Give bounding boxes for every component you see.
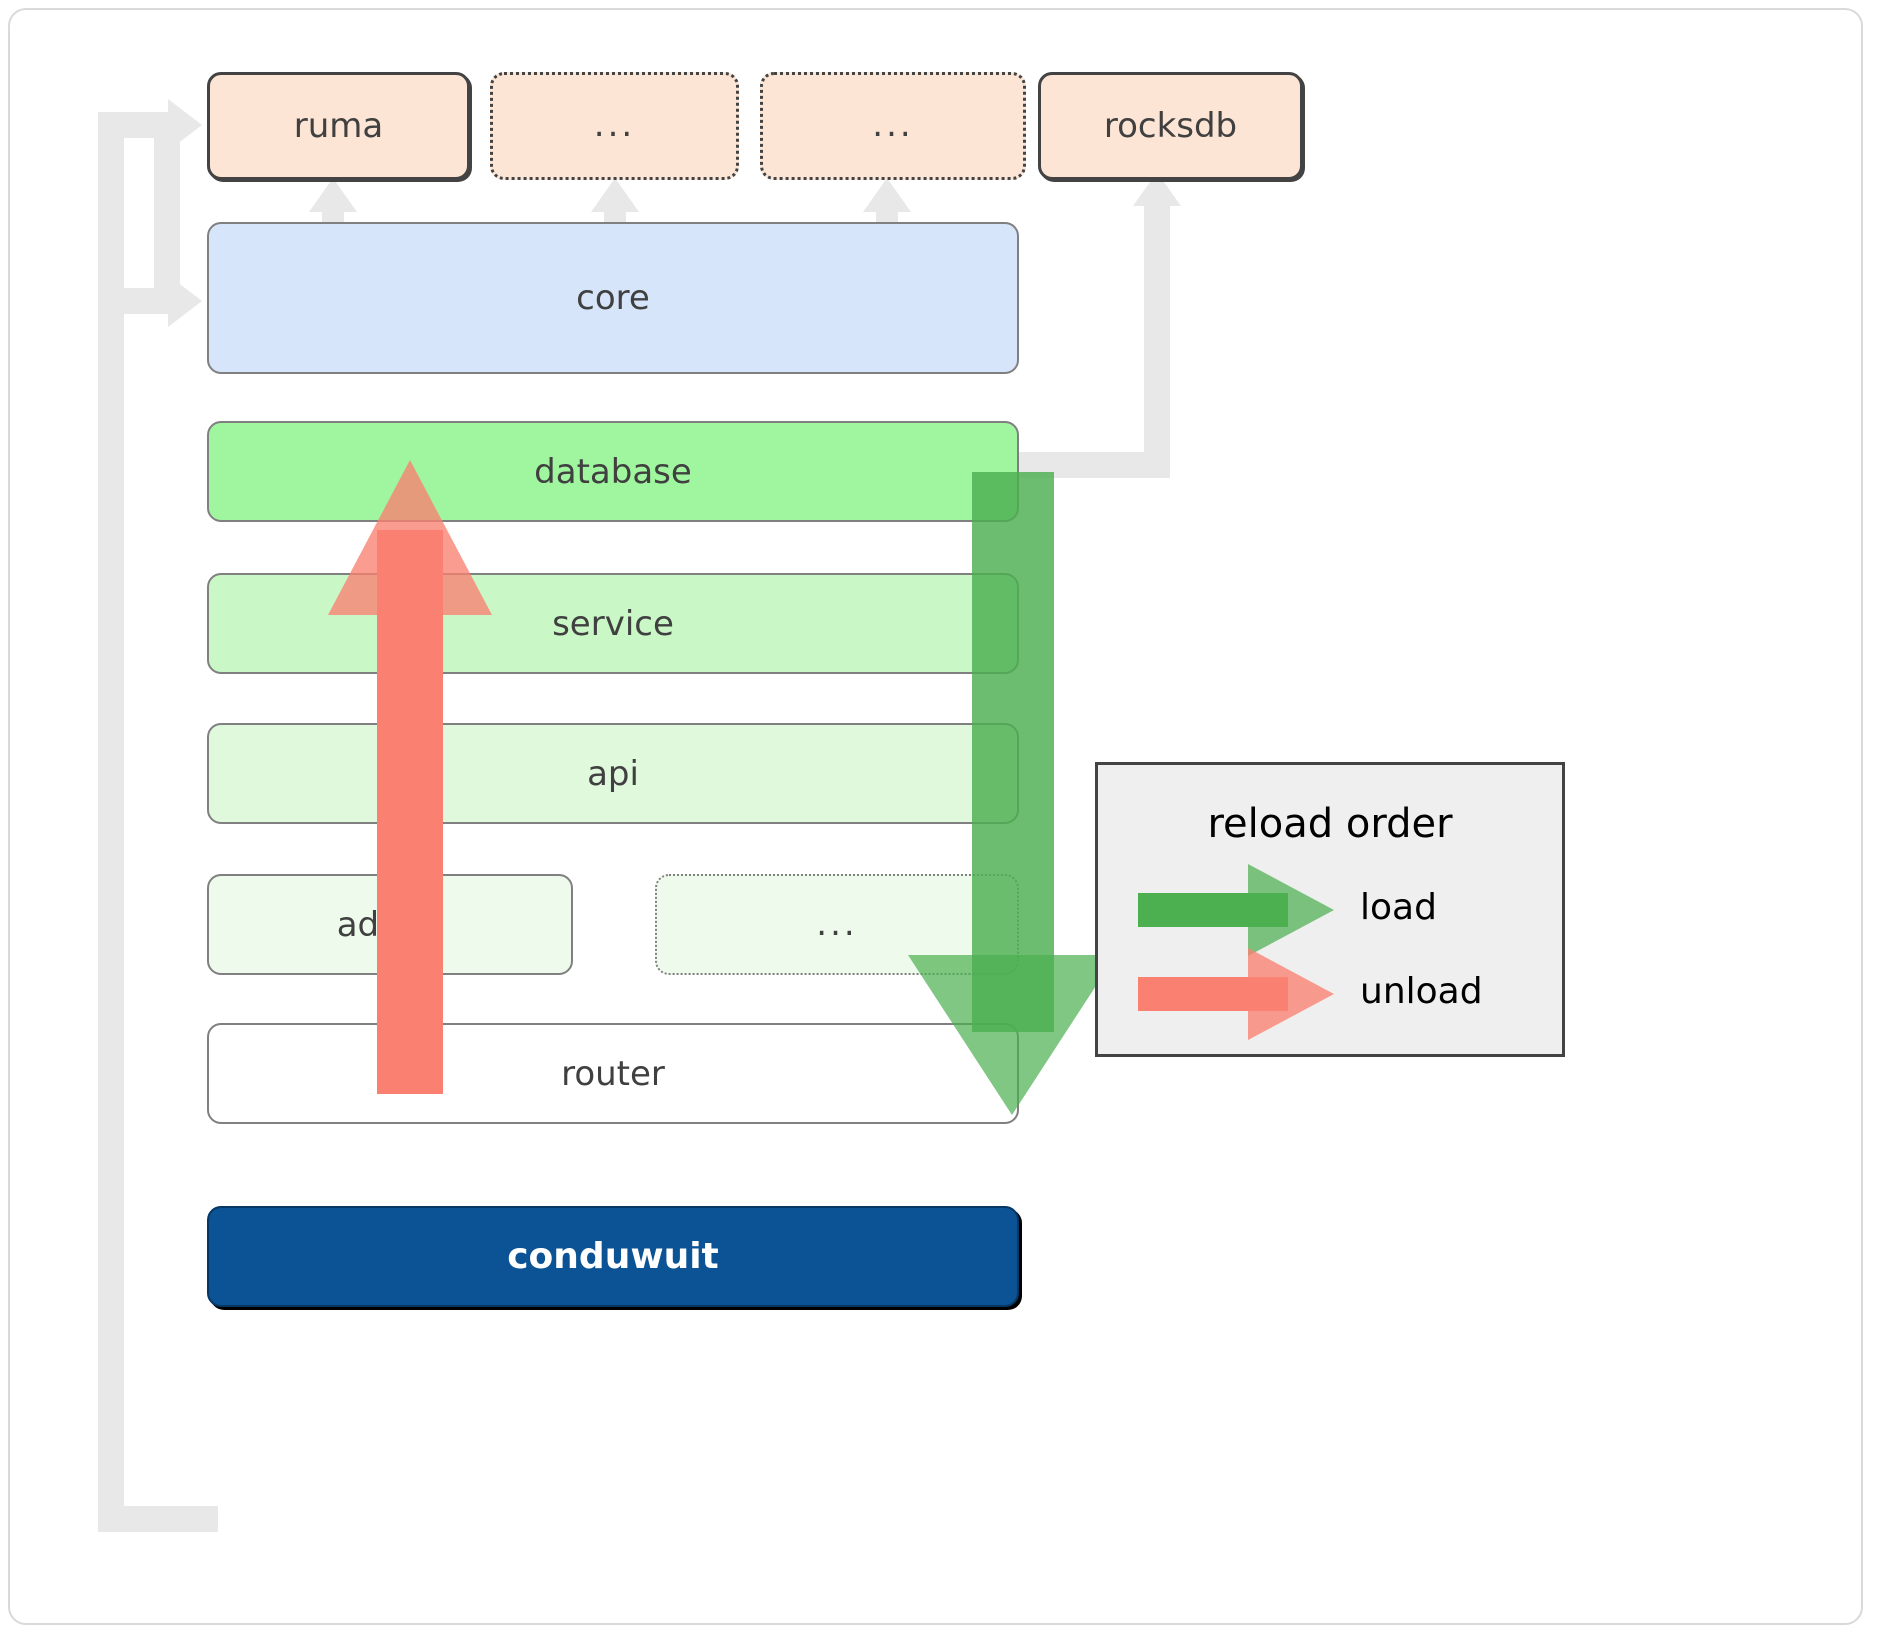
layer-label-service: service <box>552 603 674 644</box>
legend-panel: reload order load unload <box>1095 762 1565 1057</box>
legend-label-unload: unload <box>1360 971 1483 1012</box>
connector-database-to-rocksdb-v <box>1144 206 1170 478</box>
load-arrow-head <box>908 955 1116 1115</box>
layer-label-api: api <box>587 753 639 794</box>
dependency-label-rocksdb: rocksdb <box>1103 106 1238 146</box>
connector-core-to-ruma-arrow <box>309 178 357 212</box>
dependency-box-more-1[interactable]: ... <box>490 72 739 180</box>
dependency-box-ruma[interactable]: ruma <box>207 72 470 180</box>
diagram-frame: ruma ... ... rocksdb core database servi… <box>8 8 1863 1625</box>
layer-box-api[interactable]: api <box>207 723 1019 824</box>
connector-left-trunk <box>98 112 124 1532</box>
load-arrow-shaft <box>972 472 1054 1032</box>
root-box-conduwuit[interactable]: conduwuit <box>207 1206 1019 1307</box>
legend-unload-head <box>1248 948 1334 1040</box>
layer-label-core: core <box>576 278 650 318</box>
layer-box-core[interactable]: core <box>207 222 1019 374</box>
connector-conduwuit-stub <box>98 1506 218 1532</box>
legend-load-head <box>1248 864 1334 956</box>
dependency-box-rocksdb[interactable]: rocksdb <box>1038 72 1303 180</box>
dependency-box-more-2[interactable]: ... <box>760 72 1026 180</box>
layer-label-router: router <box>561 1053 665 1094</box>
unload-arrow-head <box>328 460 492 615</box>
legend-label-load: load <box>1360 887 1437 928</box>
dependency-label-more-2: ... <box>872 105 914 146</box>
layer-label-more: ... <box>816 903 858 944</box>
root-label-conduwuit: conduwuit <box>507 1236 719 1277</box>
unload-arrow-shaft <box>377 530 443 1094</box>
connector-left-inner <box>154 125 180 301</box>
layer-box-router[interactable]: router <box>207 1023 1019 1124</box>
dependency-label-more-1: ... <box>593 105 636 146</box>
legend-title: reload order <box>1207 801 1453 847</box>
connector-core-to-dep2-arrow <box>591 178 639 212</box>
dependency-label-ruma: ruma <box>293 106 384 146</box>
connector-core-to-dep3-arrow <box>863 178 911 212</box>
layer-label-database: database <box>534 451 692 492</box>
